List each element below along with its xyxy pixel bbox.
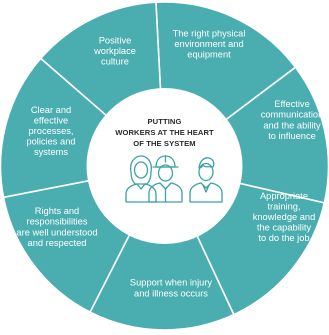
segment-label-line: Clear and [31,105,71,115]
segment-label-line: Appropriate [260,191,308,201]
hard-hat-worker-icon [148,155,183,203]
man-icon [189,157,223,203]
segment-label-line: Positive [99,35,132,45]
segment-label-line: workplace [93,46,136,56]
segment-label-line: policies and [26,137,75,147]
center-title-line-2: WORKERS AT THE HEART [115,128,214,137]
segment-label-line: processes, [29,126,74,136]
segment-label-line: knowledge and [253,212,316,222]
segment-label-line: Support when injury [130,278,213,288]
center-hub [86,88,243,244]
segment-label-line: and illness occurs [134,288,208,298]
segment-label-line: the capability [257,223,312,233]
segment-label-line: culture [101,57,129,67]
segment-label-line: to do the job [258,233,309,243]
center-title: PUTTING WORKERS AT THE HEART OF THE SYST… [115,117,214,148]
segment-label-line: equipment [187,50,231,60]
segment-label-line: Effective [274,99,310,109]
segment-label-line: to influence [268,131,316,141]
segment-label-line: training, [267,201,300,211]
segment-label-line: communication [261,110,324,120]
segment-label-line: and the ability [263,120,321,130]
segment-label-line: environment and [174,39,243,49]
woman-icon [125,155,157,203]
segment-label-line: are well understood [16,227,97,237]
segment-label-line: effective [34,115,68,125]
segment-label-line: Rights and [35,206,79,216]
segment-support-injury [88,164,235,331]
segment-label-line: The right physical [173,28,246,38]
center-title-line-3: OF THE SYSTEM [133,139,195,148]
segment-label-line: systems [34,147,68,157]
segment-label-line: responsibilities [27,217,88,227]
center-title-line-1: PUTTING [147,117,181,126]
segment-label-line: and respected [28,238,87,248]
